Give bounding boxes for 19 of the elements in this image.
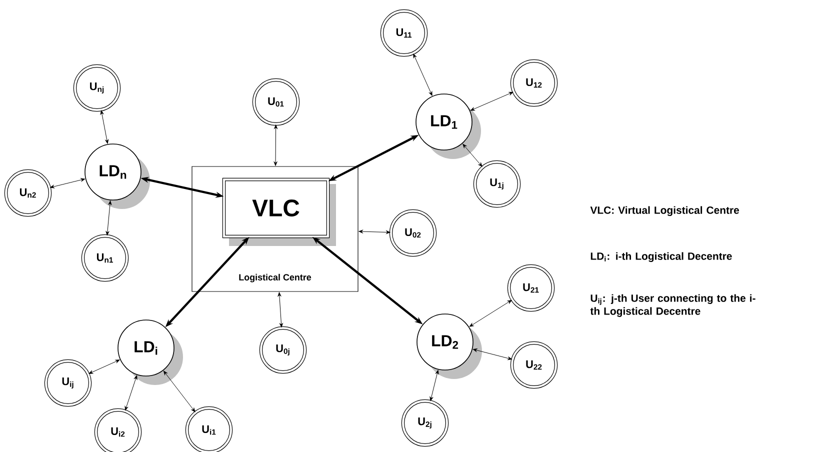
arrow (358, 230, 390, 234)
arrow (430, 370, 439, 401)
vlc-box: VLC (222, 178, 336, 246)
arrow (472, 348, 512, 360)
arrow (88, 360, 120, 374)
arrow (462, 144, 482, 167)
arrow (278, 292, 283, 328)
arrow (100, 110, 109, 144)
arrow (124, 375, 138, 410)
arrow (50, 178, 86, 188)
arrow (274, 124, 278, 166)
legend-text: U$_{ij}$: j-th User connecting to the i-th Logistical Decentre (590, 294, 756, 317)
arrow (106, 200, 112, 236)
legend-text: LD$_{i}$: i-th Logistical Decentre (590, 252, 732, 262)
arrow (469, 300, 512, 327)
arrow (413, 54, 432, 96)
arrow (163, 370, 196, 412)
arrow (470, 92, 514, 111)
legend-text: VLC: Virtual Logistical Centre (590, 206, 740, 216)
